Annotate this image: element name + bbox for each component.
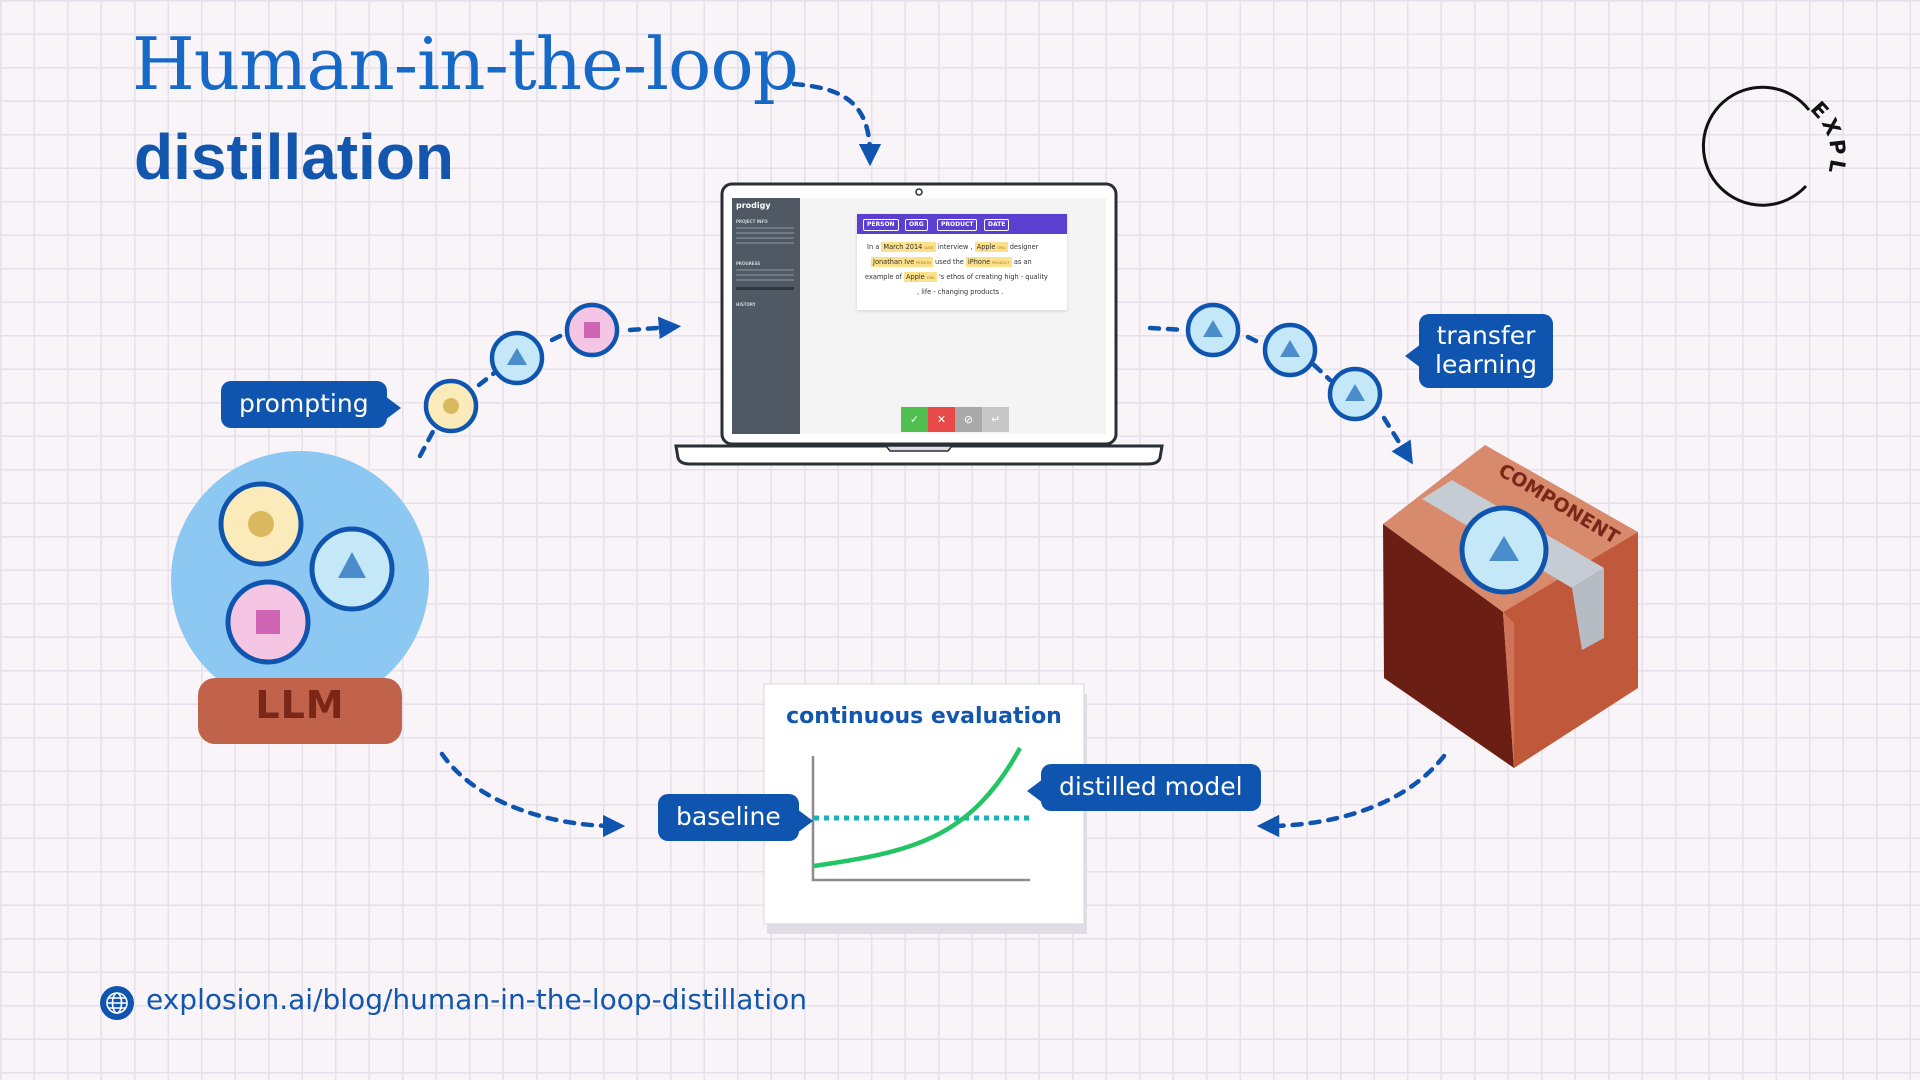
globe-icon [100,986,134,1020]
component-box: COMPONENT [1383,445,1638,768]
arrow-transfer-1 [1245,334,1265,347]
laptop-screen: prodigy PROJECT INFO PROGRESS HISTORY PE… [732,198,1106,434]
llm-base [198,678,402,744]
token-triangle-2 [1262,322,1318,378]
entity-chip-person[interactable]: PERSON [863,219,899,231]
sidebar-project-info: PROJECT INFO [736,219,768,224]
label-prompting: prompting [221,381,401,428]
blog-url-link[interactable]: explosion.ai/blog/human-in-the-loop-dist… [146,983,808,1016]
explosion-logo: EXPLOSION [0,0,1850,207]
entity-label-bar: PERSON ORG PRODUCT DATE [857,214,1067,234]
arrow-title-to-laptop [791,81,882,167]
undo-button[interactable]: ↵ [982,407,1009,432]
entity-chip-org[interactable]: ORG [905,219,928,231]
llm-label: LLM [255,683,345,727]
arrow-component-to-eval [1256,753,1447,838]
arrow-prompting-to-laptop [627,316,682,340]
title-line1: Human-in-the-loop [132,22,799,106]
token-triangle-blue [489,330,545,386]
label-distilled-model: distilled model [1027,764,1261,811]
arrow-transfer-to-component [1381,415,1413,465]
prodigy-sidebar: prodigy PROJECT INFO PROGRESS HISTORY [732,198,800,434]
title-line2: distillation [134,121,454,193]
box-left [1383,524,1514,768]
token-square-pink [564,302,620,358]
arrow-laptop-out [1147,325,1188,333]
evaluation-card-title: continuous evaluation [786,704,1062,729]
llm-sphere [171,451,429,744]
arrow-prompting-path-1 [417,419,441,459]
label-baseline: baseline [658,794,813,841]
logo-arc [1701,85,1811,207]
ignore-button[interactable]: ⊘ [955,407,982,432]
distilled-curve [813,746,1022,869]
label-transfer-learning: transfer learning [1405,314,1553,388]
flow-arrows [417,81,1447,838]
annotation-line-4: , life - changing products . [917,288,1004,296]
entity-chip-date[interactable]: DATE [984,219,1010,231]
sidebar-progress: PROGRESS [736,261,761,266]
sidebar-history: HISTORY [736,302,756,307]
arrow-prompting-path-3 [549,330,569,343]
arrow-llm-to-eval [439,751,626,838]
reject-button[interactable]: ✕ [928,407,955,432]
prompting-tokens [423,302,620,434]
evaluation-card [763,683,1087,934]
transfer-tokens [1185,302,1383,422]
token-circle-yellow [423,378,479,434]
logo-text: EXPLOSION [0,0,1850,177]
box-tape-lid [1503,612,1514,768]
entity-chip-product[interactable]: PRODUCT [937,219,978,231]
eval-axes [811,756,1030,882]
token-triangle-1 [1185,302,1241,358]
prodigy-logo: prodigy [736,201,771,210]
accept-button[interactable]: ✓ [901,407,928,432]
arrow-transfer-2 [1311,362,1333,383]
box-right [1503,532,1638,768]
token-triangle-3 [1327,366,1383,422]
